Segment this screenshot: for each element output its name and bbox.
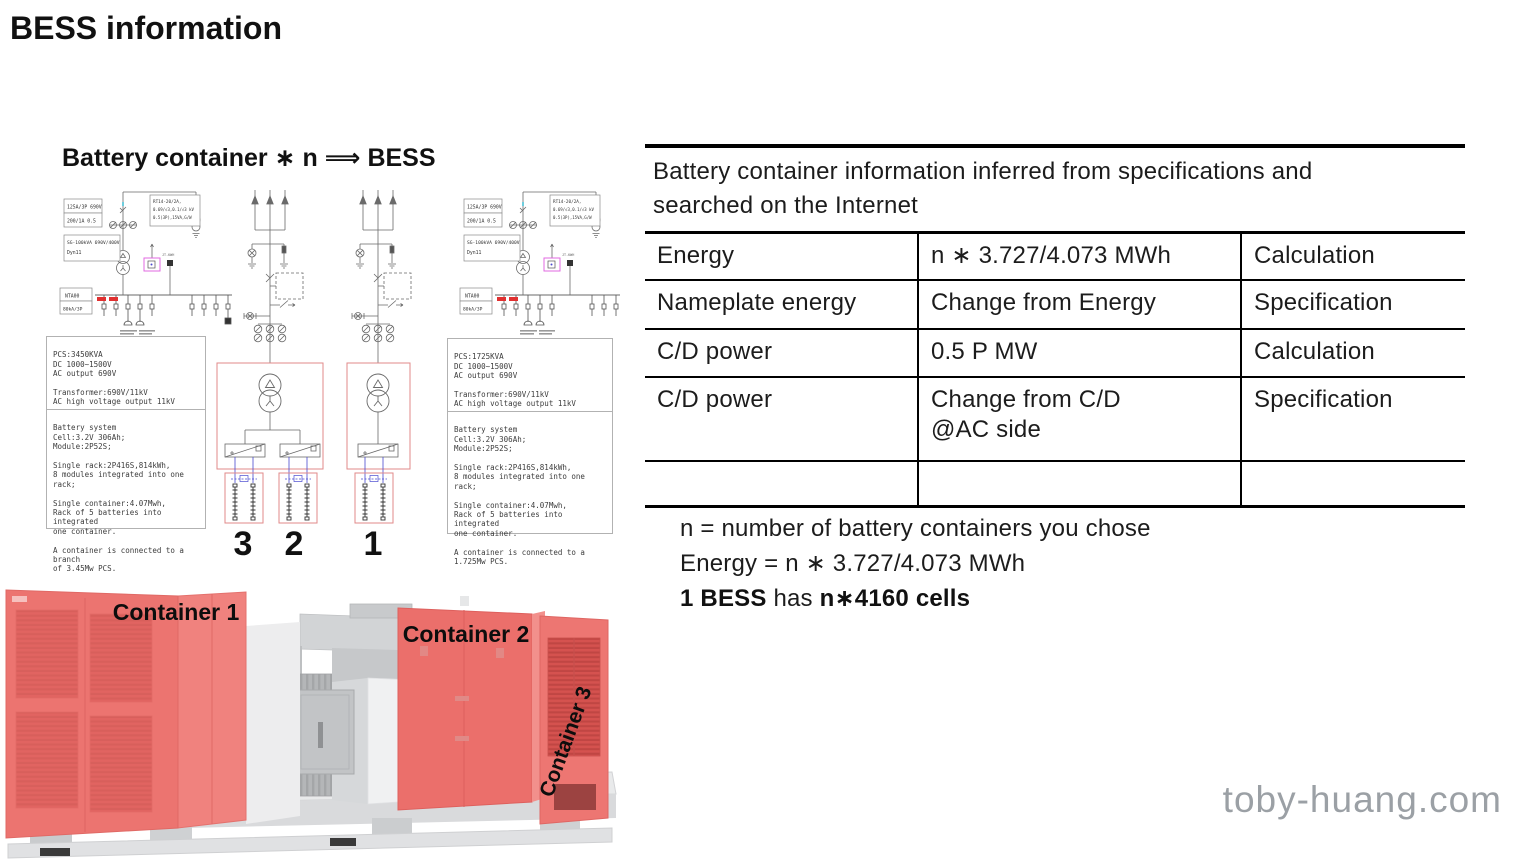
note-bess-bold: 1 BESS [680,585,767,612]
bess-3d-render: Container 1 Container 2 Container 3 [5,589,617,859]
single-line-diagram: 125A/3P 690V 200/1A 0.5 SG-100kVA 690V/4… [59,189,620,563]
spec-box-3450kva: PCS:3450KVA DC 1000~1500V AC output 690V… [46,336,206,573]
note-line-2: Energy = n ∗ 3.727/4.073 MWh [680,550,1026,577]
branch-number-3: 3 [234,525,253,563]
aux-distribution-left [59,191,233,336]
pcs-block-1725 [346,362,411,470]
notes: n = number of battery containers you cho… [680,511,1151,616]
container-2: Container 2 [397,596,545,811]
cell-source [1240,462,1465,505]
spec-battery-left: Battery system Cell:3.2V 306Ah; Module:2… [53,423,184,574]
note-has: has [766,585,820,612]
container-1-label: Container 1 [113,599,240,625]
note-line-3: 1 BESS has n∗4160 cells [680,581,1151,616]
cell-value: Change from C/D @AC side [917,378,1240,460]
table-header-line2: searched on the Internet [653,192,918,219]
feeder-right [351,189,412,364]
cell-source: Specification [1240,378,1465,460]
table-row-empty [645,460,1465,508]
bess-info-table: Battery container information inferred f… [645,144,1465,508]
spec-battery-right: Battery system Cell:3.2V 306Ah; Module:2… [454,425,585,566]
cell-value [917,462,1240,505]
cell-property: C/D power [657,338,773,365]
table-header-line1: Battery container information inferred f… [653,158,1313,185]
cell-property: Energy [657,242,735,269]
cell-property: Nameplate energy [657,289,857,316]
cell-source: Calculation [1240,330,1465,376]
branch-number-2: 2 [285,525,304,563]
table-row: C/D power Change from C/D @AC side Speci… [645,376,1465,460]
spec-box-1725kva: PCS:1725KVA DC 1000~1500V AC output 690V… [447,338,613,566]
branch-number-1: 1 [364,525,383,563]
battery-container-formula: Battery container ∗ n ⟹ BESS [62,144,436,172]
cell-source: Calculation [1240,234,1465,279]
rear-panel [246,622,300,824]
table-row: Energy n ∗ 3.727/4.073 MWh Calculation [645,234,1465,279]
cell-property [645,462,917,505]
battery-container-box-3 [224,456,264,524]
cell-value: n ∗ 3.727/4.073 MWh [917,234,1240,279]
spec-pcs-right: PCS:1725KVA DC 1000~1500V AC output 690V… [448,348,612,412]
aux-distribution-right [459,191,620,336]
page-title: BESS information [10,10,283,46]
spec-pcs-left: PCS:3450KVA DC 1000~1500V AC output 690V… [47,346,205,410]
cell-property: C/D power [657,386,773,413]
table-row: C/D power 0.5 P MW Calculation [645,328,1465,376]
note-line-1: n = number of battery containers you cho… [680,515,1151,542]
battery-container-box-2 [278,456,318,524]
container-3: Container 3 [535,615,609,825]
table-header: Battery container information inferred f… [645,144,1465,234]
cell-source: Specification [1240,281,1465,328]
watermark: toby-huang.com [1222,779,1502,820]
cell-value: 0.5 P MW [917,330,1240,376]
container-2-label: Container 2 [403,621,530,647]
battery-container-box-1 [354,456,394,524]
feeder-left [243,189,304,364]
pcs-block-3450 [216,362,324,470]
container-1: Container 1 [5,589,247,839]
cell-value: Change from Energy [917,281,1240,328]
table-row: Nameplate energy Change from Energy Spec… [645,279,1465,328]
note-cells-bold: n∗4160 cells [819,585,971,612]
